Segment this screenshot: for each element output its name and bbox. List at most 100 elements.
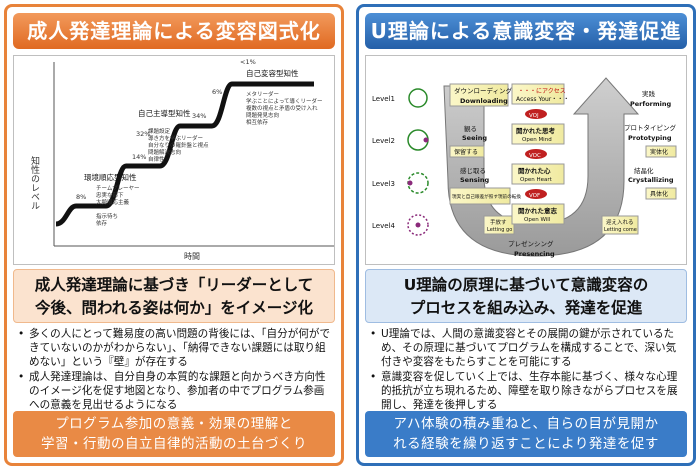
- stage-item: 導き方を学ぶリーダー: [148, 134, 203, 142]
- sensing-en: Sensing: [460, 176, 489, 184]
- left-conclusion-band: プログラム参加の意義・効果の理解と 学習・行動の自立自律的活動の土台づくり: [13, 411, 335, 457]
- hold-box: [449, 145, 485, 158]
- downloading-box: [449, 83, 509, 107]
- level1-circle: [408, 88, 428, 108]
- redirect-box: [449, 187, 511, 205]
- pct-label: 34%: [192, 112, 206, 120]
- letting-go-box: [483, 215, 515, 235]
- stair-chart-svg: 知性のレベル 時間 8% 14% 32% 34% 6% <1% 環境順応型知性 …: [29, 58, 334, 261]
- performing-en: Performing: [630, 100, 672, 108]
- list-item: 多くの人にとって難易度の高い問題の背後には、「自分が何ができていないのかがわから…: [17, 327, 333, 369]
- list-item: U理論では、人間の意識変容とその展開の鍵が示されているため、その原理に基づいてプ…: [369, 327, 685, 369]
- pct-label: 14%: [132, 153, 146, 161]
- downloading-en: Downloading: [460, 97, 508, 105]
- presencing-en: Presencing: [514, 250, 555, 258]
- stage-item: 複数の視点と矛盾の受け入れ: [246, 104, 318, 112]
- voc-label: VOC: [529, 153, 541, 159]
- letting-come-jp: 迎え入れる: [606, 218, 634, 226]
- u-theory-diagram: Level1 Level2 Level3 Level4 ダウンローディング Do…: [365, 55, 687, 265]
- left-conclusion-line2: 学習・行動の自立自律的活動の土台づくり: [41, 436, 307, 452]
- access-jp: ・・・にアクセス: [518, 88, 566, 95]
- list-item: 意識変容を促していく上では、生存本能に基づく、様々な心理的抵抗が立ち現れるため、…: [369, 370, 685, 412]
- right-panel: U理論による意識変容・発達促進 Level1 Level2 Level3 Lev…: [356, 4, 696, 466]
- left-subhead-line1: 成人発達理論に基づき「リーダーとして: [34, 276, 314, 294]
- left-subhead: 成人発達理論に基づき「リーダーとして 今後、問われる姿は何か」をイメージ化: [13, 269, 335, 323]
- prototyping-jp: プロトタイピング: [624, 123, 677, 132]
- pct-label: 8%: [76, 193, 86, 201]
- left-panel-title: 成人発達理論による変容図式化: [13, 13, 335, 49]
- level-label: Level2: [372, 137, 395, 145]
- stage-item: チームプレーヤー: [96, 185, 140, 192]
- stage-name: 自己変容型知性: [246, 68, 299, 78]
- concretize-box: [645, 187, 677, 200]
- right-subhead-line2: プロセスを組み込み、発達を促進: [409, 299, 643, 317]
- sensing-jp: 感じ取る: [460, 166, 486, 175]
- presencing-jp: プレゼンシング: [508, 239, 554, 248]
- left-subhead-line2: 今後、問われる姿は何か」をイメージ化: [35, 299, 313, 317]
- seeing-jp: 観る: [464, 124, 477, 133]
- pct-label: 6%: [212, 88, 222, 96]
- stage-item: 指示待ち: [96, 212, 118, 220]
- pct-label: 32%: [136, 130, 150, 138]
- stage-item: 課題設定: [148, 127, 171, 135]
- crystallizing-jp: 結晶化: [634, 166, 654, 175]
- level3-dot: [407, 180, 413, 186]
- open-mind-en: Open Mind: [522, 137, 552, 143]
- concretize-label: 具体化: [650, 190, 668, 198]
- embody-label: 実体化: [650, 148, 668, 156]
- level2-dot: [423, 137, 429, 143]
- stage-item: 自分なりの羅針盤と視点: [148, 141, 209, 149]
- stage-item: 忠実な部下: [96, 191, 124, 199]
- letting-go-en: Letting go: [487, 227, 512, 233]
- x-axis-label: 時間: [184, 252, 200, 261]
- stage-item: メタリーダー: [246, 90, 279, 98]
- access-box: [511, 83, 565, 105]
- list-item: 成人発達理論は、自分自身の本質的な課題と向かうべき方向性のイメージ化を促す地図と…: [17, 370, 333, 412]
- level-label: Level4: [372, 222, 395, 230]
- open-mind-jp: 開かれた思考: [516, 126, 556, 135]
- stage-name: 自己主導型知性: [138, 108, 191, 118]
- stage-item: 学ぶことによって導くリーダー: [246, 97, 323, 105]
- voc-badge: [525, 149, 547, 159]
- voj-badge: [525, 109, 547, 119]
- stage-item: 相互依存: [246, 118, 269, 126]
- stage-name: 環境順応型知性: [84, 172, 137, 182]
- access-en: Access Your・・・: [516, 96, 569, 103]
- adult-development-chart: 知性のレベル 時間 8% 14% 32% 34% 6% <1% 環境順応型知性 …: [13, 55, 335, 265]
- downloading-jp: ダウンローディング: [454, 86, 513, 95]
- hold-label: 保留する: [454, 148, 478, 156]
- level-label: Level3: [372, 180, 395, 188]
- open-will-box: [511, 203, 565, 225]
- stage-item: 依存: [96, 219, 108, 227]
- open-will-jp: 開かれた意志: [518, 206, 558, 215]
- letting-come-en: Letting come: [604, 227, 637, 233]
- stage-item: 大勢順応主義: [96, 198, 130, 206]
- right-subhead-line1: U理論の原理に基づいて意識変容の: [403, 276, 649, 294]
- right-conclusion-line1: アハ体験の積み重ねと、自らの目が見開か: [393, 416, 659, 432]
- embody-box: [645, 145, 677, 158]
- development-curve: [55, 81, 314, 227]
- right-panel-title: U理論による意識変容・発達促進: [365, 13, 687, 49]
- left-conclusion-line1: プログラム参加の意義・効果の理解と: [55, 416, 293, 432]
- right-subhead: U理論の原理に基づいて意識変容の プロセスを組み込み、発達を促進: [365, 269, 687, 323]
- u-diagram-svg: Level1 Level2 Level3 Level4 ダウンローディング Do…: [372, 77, 677, 258]
- stage-item: 問題発見志向: [246, 111, 279, 119]
- stage-item: 問題解決志向: [148, 148, 181, 156]
- left-panel: 成人発達理論による変容図式化 知性のレベル 時間 8% 14% 32% 34% …: [4, 4, 344, 466]
- letting-come-box: [601, 215, 639, 235]
- open-mind-box: [511, 123, 565, 145]
- performing-jp: 実践: [642, 89, 656, 98]
- open-will-en: Open Will: [524, 217, 551, 223]
- open-heart-box: [511, 163, 565, 185]
- right-bullet-list: U理論では、人間の意識変容とその展開の鍵が示されているため、その原理に基づいてプ…: [369, 327, 685, 413]
- pct-label: <1%: [240, 58, 256, 66]
- open-heart-en: Open Heart: [520, 177, 553, 183]
- right-conclusion-band: アハ体験の積み重ねと、自らの目が見開か れる経験を繰り返すことにより発達を促す: [365, 411, 687, 457]
- seeing-en: Seeing: [462, 134, 487, 142]
- stage-item: 自律性: [148, 155, 165, 163]
- left-bullet-list: 多くの人にとって難易度の高い問題の背後には、「自分が何ができていないのかがわから…: [17, 327, 333, 413]
- y-axis-label: 知性のレベル: [29, 155, 40, 210]
- open-heart-jp: 開かれた心: [518, 166, 551, 175]
- vof-label: VOF: [529, 193, 540, 199]
- voj-label: VOJ: [529, 113, 539, 119]
